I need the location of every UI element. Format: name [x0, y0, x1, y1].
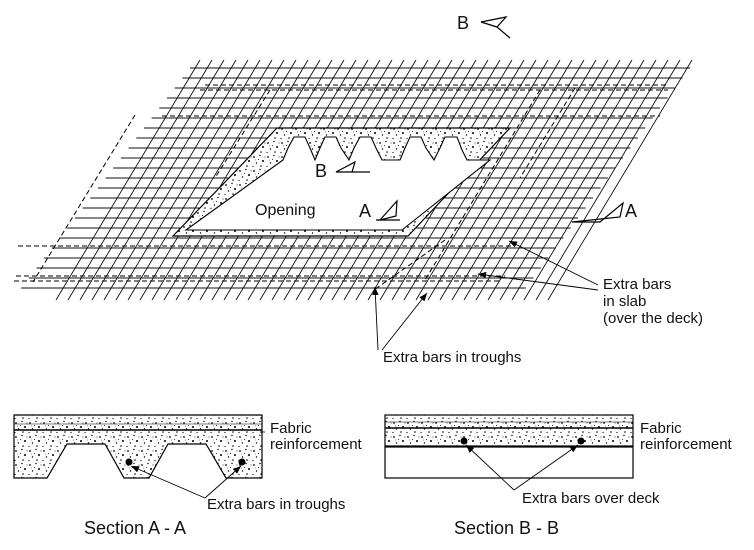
section-aa-extra-bars-label: Extra bars in troughs [207, 496, 345, 513]
extra-bars-trough-lines [32, 87, 576, 291]
marker-b-mid-label: B [315, 161, 327, 181]
marker-a-left-label: A [359, 201, 371, 221]
opening-label: Opening [255, 202, 316, 219]
slab-bar-bb-2 [577, 437, 585, 445]
section-marker-b-mid: B [315, 160, 370, 181]
marker-a-right-label: A [625, 201, 637, 221]
section-aa: Fabric reinforcement Extra bars in troug… [13, 414, 363, 538]
section-aa-title: Section A - A [84, 518, 186, 538]
leader-extra-bars-slab [477, 240, 599, 291]
trough-bar-aa-1 [125, 458, 133, 466]
section-marker-b-top: B [457, 13, 511, 39]
section-bb-title: Section B - B [454, 518, 559, 538]
section-marker-a-right: A [571, 201, 637, 223]
opening: Opening [171, 127, 512, 237]
section-aa-fabric-line2: reinforcement [270, 436, 363, 453]
section-bb: Fabric reinforcement Extra bars over dec… [384, 414, 733, 538]
leader-bb-extra-bars [465, 444, 579, 491]
slab-bar-bb-1 [460, 437, 468, 445]
section-bb-extra-bars-label: Extra bars over deck [522, 490, 660, 507]
section-marker-a-left: A [359, 199, 400, 222]
section-bb-fabric-line1: Fabric [640, 420, 682, 437]
leader-extra-bars-troughs [372, 286, 428, 351]
extra-bars-slab-line1: Extra bars [603, 276, 671, 293]
trough-bar-aa-2 [238, 458, 246, 466]
extra-bars-slab-lines [14, 84, 668, 282]
extra-bars-troughs-label: Extra bars in troughs [383, 349, 521, 366]
section-bb-fabric-line2: reinforcement [640, 436, 733, 453]
section-aa-fabric-line1: Fabric [270, 420, 312, 437]
extra-bars-slab-line3: (over the deck) [603, 310, 703, 327]
extra-bars-slab-line2: in slab [603, 293, 646, 310]
marker-b-top-label: B [457, 13, 469, 33]
leader-aa-extra-bars [130, 465, 242, 499]
